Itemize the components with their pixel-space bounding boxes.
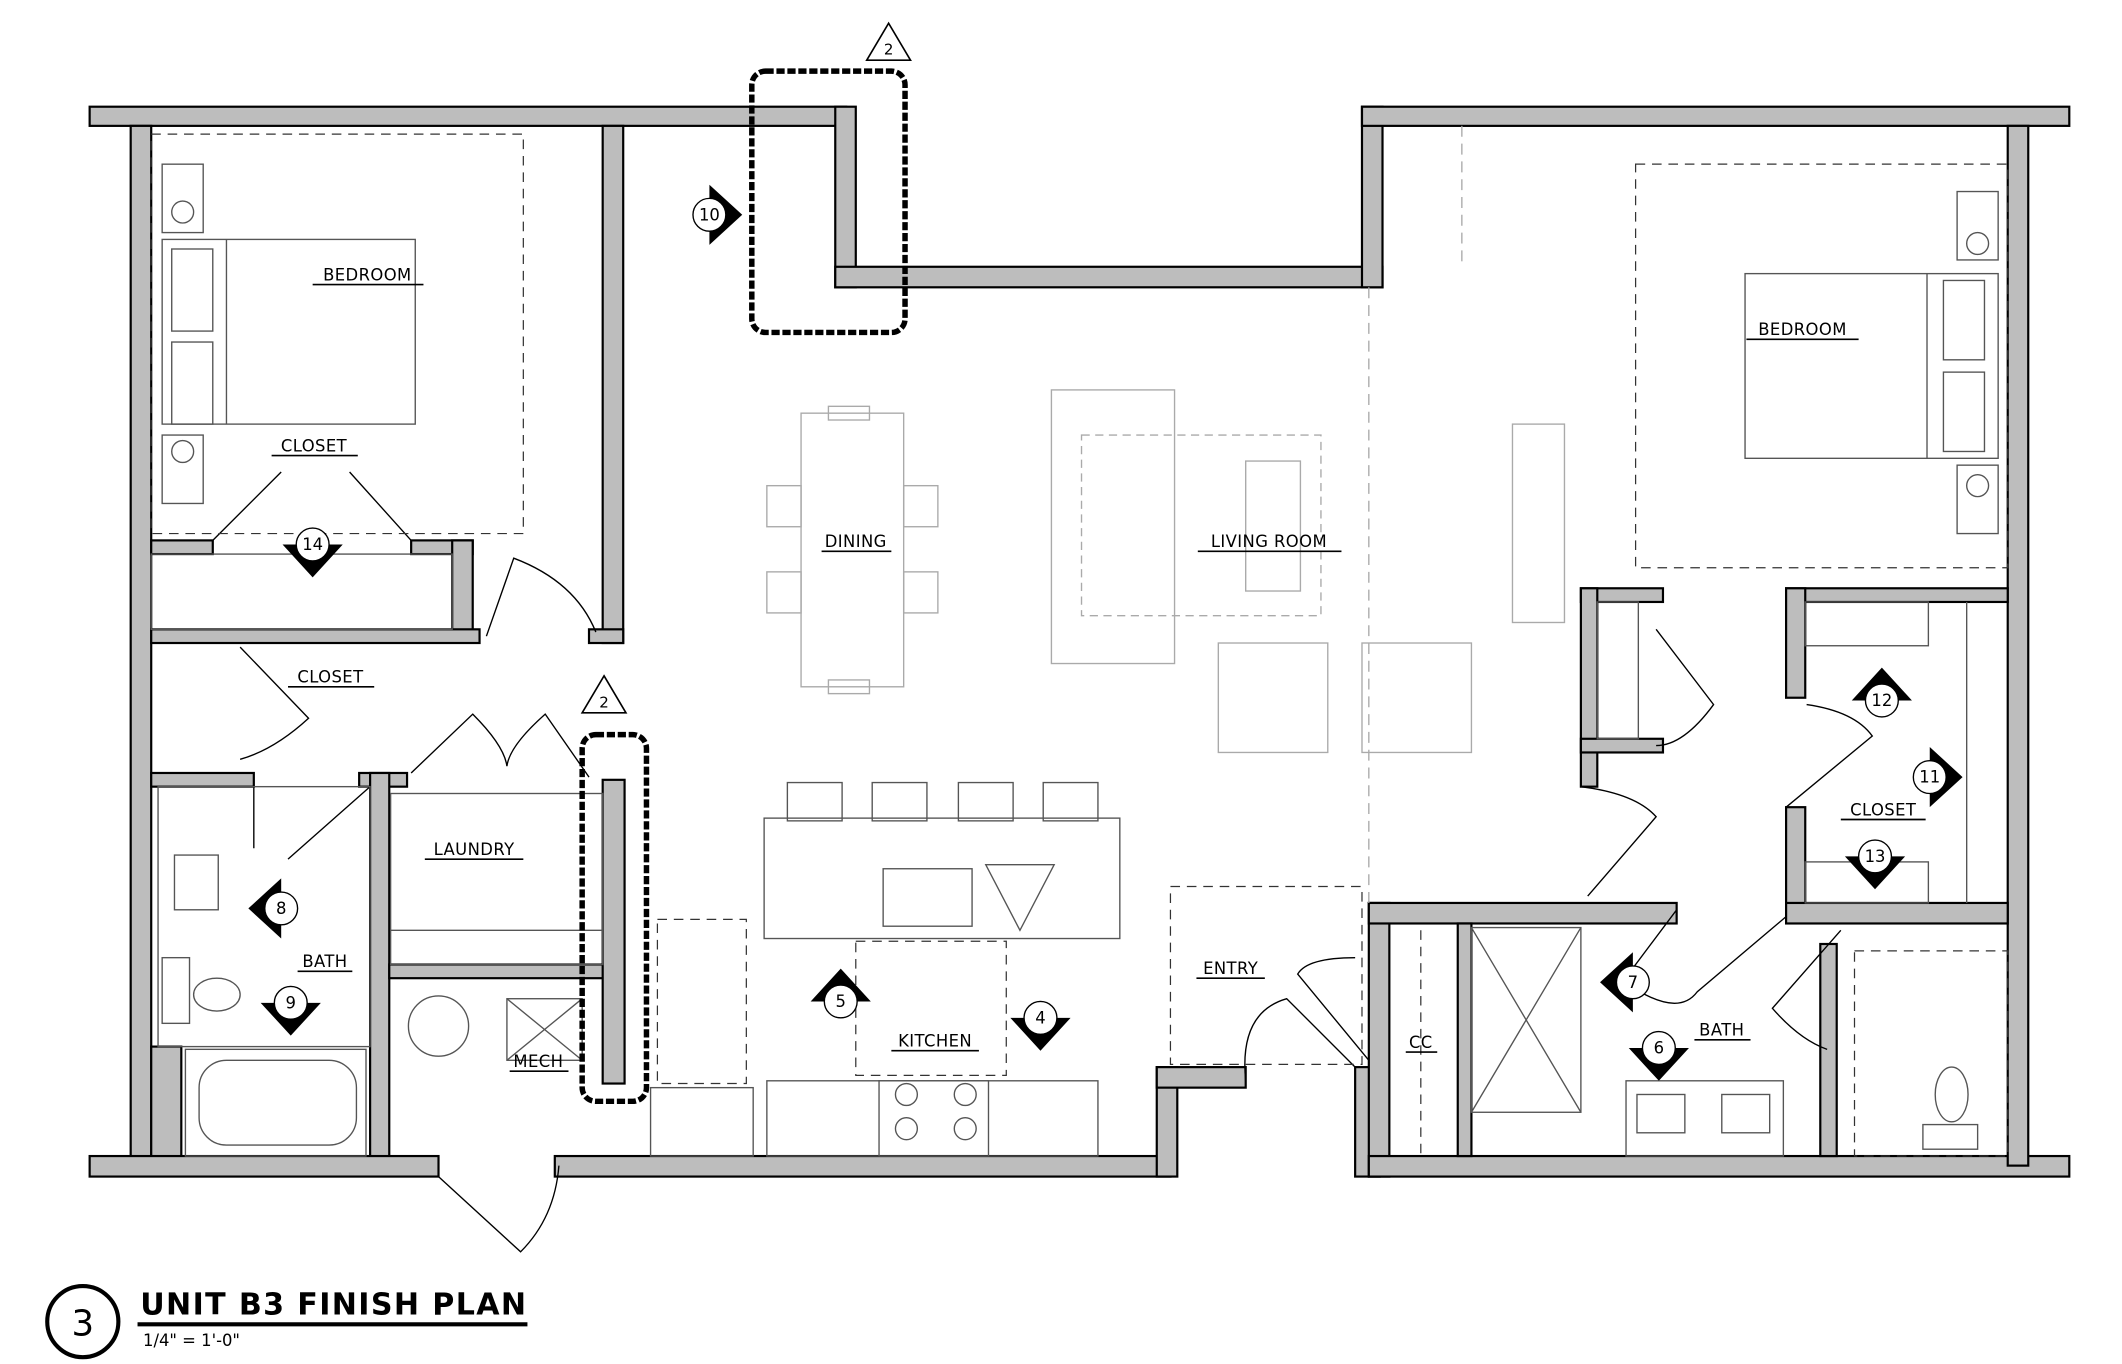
elevation-marker: 6 — [1628, 1030, 1689, 1081]
elevation-marker: 9 — [260, 985, 321, 1036]
room-label-closet: CLOSET — [1850, 800, 1917, 819]
doors — [212, 471, 1874, 1253]
furniture — [150, 125, 2009, 1157]
room-label-mech: MECH — [513, 1052, 563, 1071]
room-labels: BEDROOM CLOSET CLOSET LAUNDRY BATH MECH … — [271, 265, 1926, 1073]
svg-text:7: 7 — [1628, 973, 1638, 992]
revision-cloud — [749, 68, 908, 336]
room-label-closet: CLOSET — [281, 436, 348, 455]
revision-tag-number: 2 — [884, 41, 894, 59]
revision-tag: 2 — [580, 674, 628, 714]
revision-tag-number: 2 — [599, 693, 609, 711]
svg-text:12: 12 — [1871, 691, 1892, 710]
drawing-number: 3 — [71, 1303, 94, 1344]
room-label-entry: ENTRY — [1203, 959, 1259, 978]
svg-text:14: 14 — [302, 535, 323, 554]
walls — [88, 105, 2071, 1178]
room-label-bath: BATH — [1699, 1021, 1744, 1040]
elevation-marker: 11 — [1912, 746, 1963, 808]
drawing-title-block: 3 UNIT B3 FINISH PLAN 1/4" = 1'-0" — [45, 1283, 528, 1360]
elevation-marker: 7 — [1600, 952, 1650, 1013]
room-label-cc: CC — [1409, 1033, 1433, 1052]
room-label-bath: BATH — [302, 952, 347, 971]
elevation-marker: 4 — [1010, 1000, 1071, 1051]
elevation-marker: 13 — [1844, 839, 1906, 890]
revision-cloud — [579, 731, 650, 1105]
drawing-title: UNIT B3 FINISH PLAN — [140, 1288, 527, 1323]
room-label-kitchen: KITCHEN — [898, 1032, 972, 1051]
room-label-bedroom: BEDROOM — [323, 265, 412, 284]
svg-text:9: 9 — [286, 993, 296, 1012]
elevation-marker: 12 — [1851, 667, 1912, 718]
elevation-marker: 14 — [282, 527, 343, 578]
svg-text:8: 8 — [276, 899, 286, 918]
room-label-closet: CLOSET — [297, 668, 364, 687]
elevation-marker: 8 — [248, 878, 299, 939]
svg-text:10: 10 — [699, 205, 720, 224]
drawing-number-circle — [45, 1283, 121, 1360]
svg-text:4: 4 — [1035, 1008, 1045, 1027]
revision-tag: 2 — [865, 21, 912, 62]
elevation-marker: 10 — [692, 184, 743, 245]
svg-text:5: 5 — [836, 992, 846, 1011]
room-label-dining: DINING — [825, 532, 887, 551]
svg-text:11: 11 — [1919, 768, 1940, 787]
drawing-scale: 1/4" = 1'-0" — [143, 1331, 240, 1350]
elevation-marker: 5 — [810, 968, 871, 1019]
room-label-laundry: LAUNDRY — [434, 840, 515, 859]
room-label-bedroom: BEDROOM — [1758, 320, 1847, 339]
svg-text:6: 6 — [1654, 1038, 1664, 1057]
elevation-markers: 10 14 8 9 5 4 12 11 13 7 6 — [248, 184, 1963, 1081]
room-label-living-room: LIVING ROOM — [1211, 532, 1327, 551]
svg-text:13: 13 — [1865, 847, 1886, 866]
